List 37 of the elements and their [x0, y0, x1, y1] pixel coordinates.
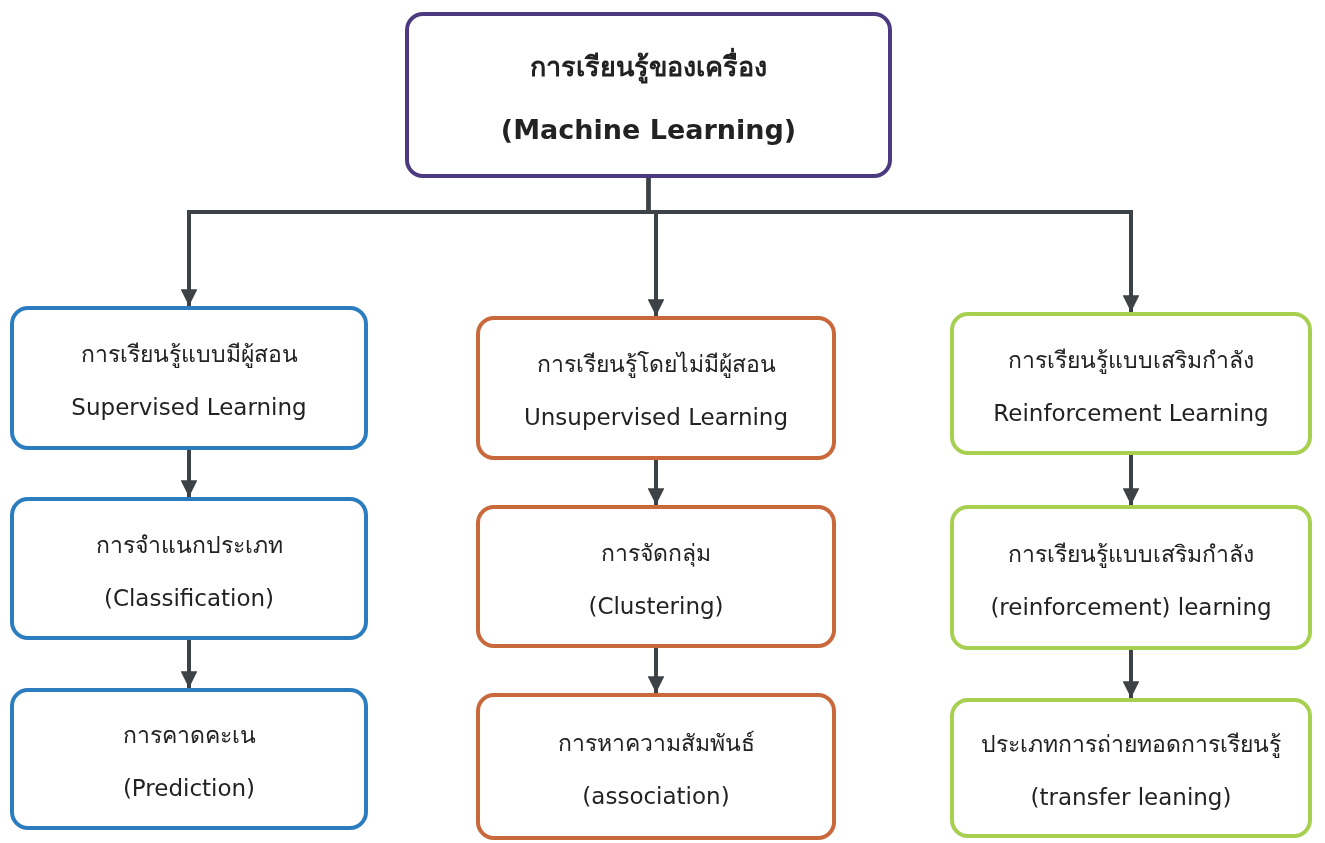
category-box: [10, 688, 368, 830]
box-text: ประเภทการถ่ายทอดการเรียนรู้: [981, 730, 1281, 760]
category-box: [476, 693, 836, 840]
box-text: การคาดคะเน: [122, 721, 256, 750]
box-text: Reinforcement Learning: [993, 399, 1269, 426]
arrow: [180, 450, 198, 497]
box-text: (reinforcement) learning: [990, 593, 1272, 620]
category-box: [950, 698, 1312, 838]
box-text: (transfer leaning): [1030, 784, 1232, 810]
box-text: การเรียนรู้แบบเสริมกำลัง: [1008, 539, 1254, 570]
box-text: การเรียนรู้โดยไม่มีผู้สอน: [536, 350, 776, 380]
arrow: [1122, 650, 1140, 698]
box-text: การจำแนกประเภท: [95, 530, 283, 560]
box-text: (Prediction): [122, 775, 256, 801]
box-text: (Classification): [103, 584, 275, 611]
category-box: [476, 316, 836, 460]
box-text: การจัดกลุ่ม: [601, 538, 711, 569]
box-text: Unsupervised Learning: [523, 404, 789, 430]
box-text: การเรียนรู้ของเครื่อง: [530, 45, 767, 88]
box-text: การเรียนรู้แบบเสริมกำลัง: [1008, 345, 1254, 376]
box-text: Supervised Learning: [71, 394, 307, 420]
category-box: [10, 497, 368, 640]
box-text: (Clustering): [588, 592, 724, 619]
arrow: [646, 178, 1140, 312]
box-text: การหาความสัมพันธ์: [557, 728, 755, 758]
root-box: [405, 12, 892, 178]
box-text: (association): [582, 782, 730, 809]
category-box: [476, 505, 836, 648]
arrow: [180, 640, 198, 688]
box-text: การเรียนรู้แบบมีผู้สอน: [80, 340, 298, 370]
category-box: [10, 306, 368, 450]
category-box: [950, 312, 1312, 455]
box-text: (Machine Learning): [500, 114, 797, 145]
arrow: [647, 460, 665, 505]
arrow: [1122, 455, 1140, 505]
arrow: [647, 648, 665, 693]
category-box: [950, 505, 1312, 650]
